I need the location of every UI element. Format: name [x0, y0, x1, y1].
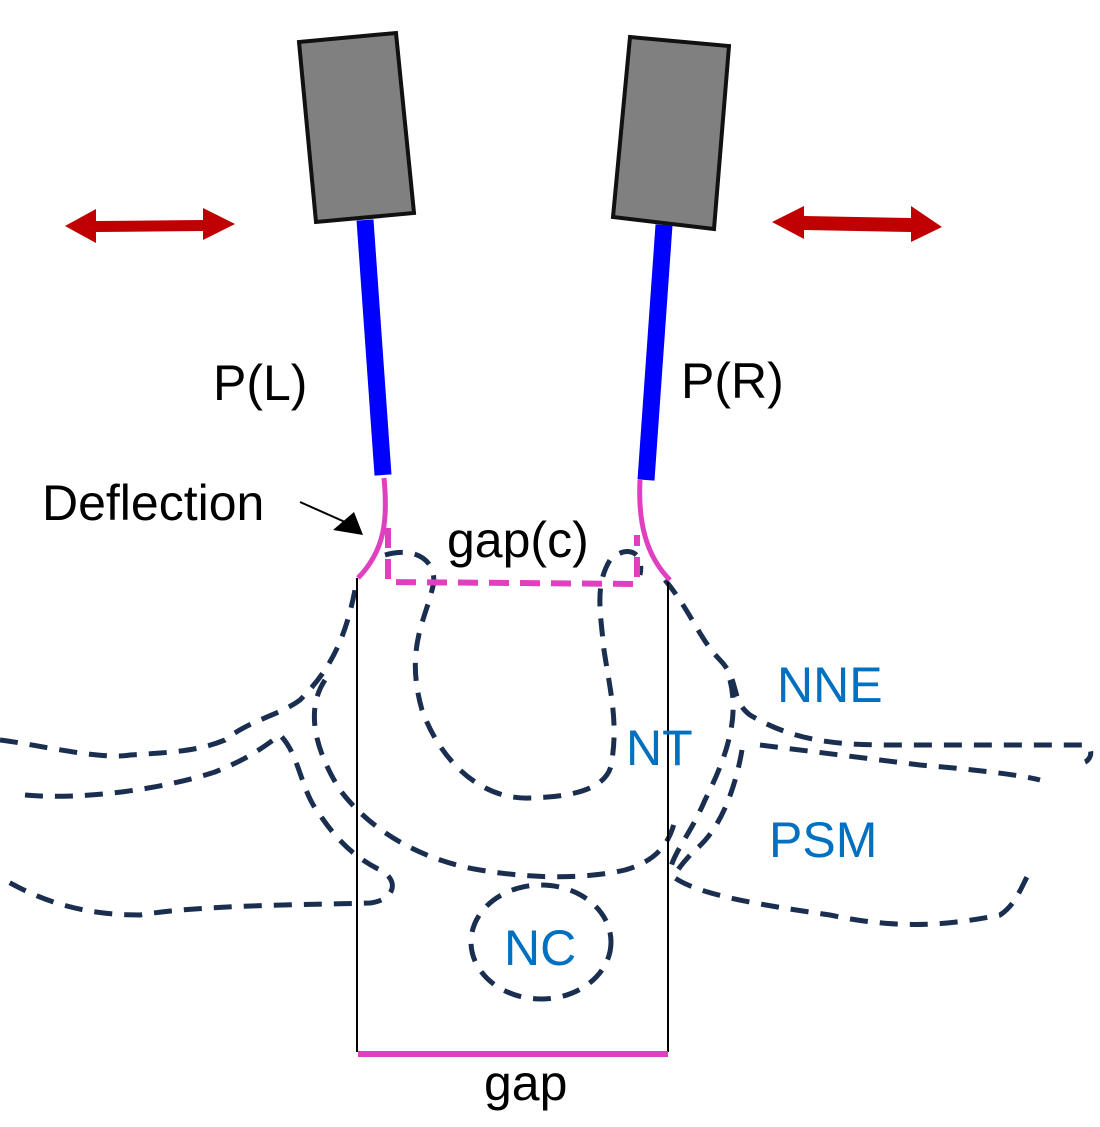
nne-upper-left-outline	[0, 589, 358, 759]
nne-label: NNE	[777, 657, 883, 713]
probe-right-label: P(R)	[681, 353, 784, 409]
gap-c-label: gap(c)	[447, 512, 589, 568]
left-motion-arrow-icon	[65, 208, 235, 243]
nc-label: NC	[504, 920, 576, 976]
right-motion-arrow-icon	[772, 206, 942, 242]
psm-right-upper-outline	[667, 679, 736, 871]
gap-label: gap	[484, 1055, 567, 1111]
left-probe-tip	[356, 477, 388, 580]
deflection-pointer-arrow-icon	[299, 501, 363, 535]
nt-label: NT	[626, 720, 693, 776]
right-probe-tip	[637, 479, 672, 582]
deflection-label: Deflection	[42, 475, 264, 531]
right-probe-body	[610, 34, 732, 232]
psm-right-outline	[759, 742, 1041, 783]
probe-left-label: P(L)	[213, 355, 307, 411]
left-probe-shaft	[356, 219, 392, 476]
nc-outline	[468, 882, 614, 1002]
left-probe-body	[296, 30, 417, 225]
psm-right-lower-outline	[671, 749, 1031, 927]
psm-left-outline	[3, 731, 395, 918]
right-probe-shaft	[637, 224, 673, 481]
nne-right-outline	[663, 578, 1094, 765]
psm-label: PSM	[769, 812, 877, 868]
nt-lower-left-outline	[311, 678, 678, 880]
tissue-outlines	[0, 549, 1094, 1002]
nt-outline	[384, 549, 644, 801]
gap-c-bracket	[385, 528, 640, 588]
